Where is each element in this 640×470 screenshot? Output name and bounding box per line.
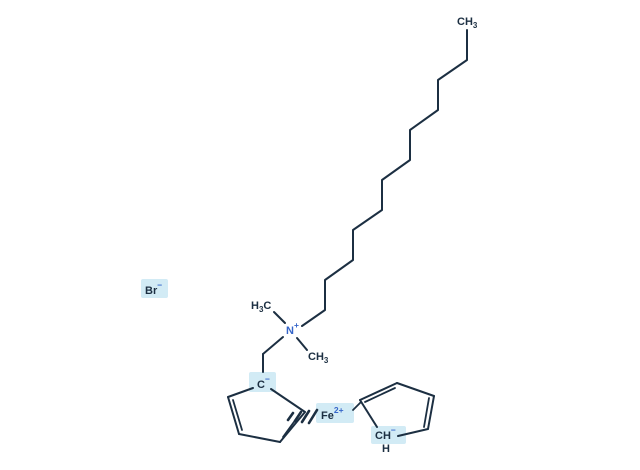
bond xyxy=(359,382,398,401)
bond xyxy=(396,382,435,397)
double-bond-inner xyxy=(364,387,396,403)
bond-n-methyl-left xyxy=(273,311,286,324)
bond xyxy=(397,428,429,437)
bond-fe-right-ring xyxy=(352,401,362,411)
bond xyxy=(279,411,306,443)
highlight-boxes xyxy=(141,279,406,444)
hashed-bond-mark xyxy=(286,411,295,422)
bromide-charge: − xyxy=(157,280,162,290)
iron-coordination-bonds xyxy=(286,401,362,425)
bond xyxy=(227,396,240,435)
hashed-bond-mark xyxy=(300,409,311,424)
cyclopentadienyl-ring-left xyxy=(227,387,306,443)
highlight-cp-ch xyxy=(371,426,406,444)
nitrogen-charge: + xyxy=(294,320,299,330)
bond xyxy=(238,433,281,443)
bond-n-methylene xyxy=(262,336,284,355)
nitrogen-label: N+ xyxy=(286,320,299,337)
alkyl-chain-bonds xyxy=(301,29,468,327)
cp-ch-label: CH− xyxy=(375,425,396,442)
n-methyl-right-label: CH3 xyxy=(308,351,329,365)
highlight-bromide xyxy=(141,279,168,298)
bond-n-methyl-right xyxy=(296,337,308,351)
bond xyxy=(359,399,378,428)
iron-label: Fe2+ xyxy=(321,405,344,422)
iron-charge: 2+ xyxy=(334,405,344,415)
double-bond-inner xyxy=(423,397,430,428)
cp-carbanion-label: C− xyxy=(257,374,270,391)
carbanion-charge: − xyxy=(265,374,270,384)
hashed-bond-mark xyxy=(307,408,319,425)
nitrogen-bonds xyxy=(262,311,308,373)
terminal-methyl-label: CH3 xyxy=(457,16,478,30)
double-bond-inner xyxy=(232,399,243,431)
cp-ch-hydrogen-label: H xyxy=(382,443,390,455)
bromide-label: Br− xyxy=(145,280,162,297)
highlight-iron xyxy=(316,403,354,423)
cp-ch-charge: − xyxy=(391,425,396,435)
bond xyxy=(427,395,435,430)
highlight-carbanion xyxy=(249,372,276,392)
hashed-bond-mark xyxy=(293,410,303,423)
cyclopentadienyl-ring-right xyxy=(359,382,435,437)
bond xyxy=(270,388,306,413)
atom-labels: CH3 H3C N+ CH3 C− Fe2+ CH− H Br− xyxy=(145,16,478,455)
bond xyxy=(227,387,254,398)
n-methyl-left-label: H3C xyxy=(251,300,271,314)
